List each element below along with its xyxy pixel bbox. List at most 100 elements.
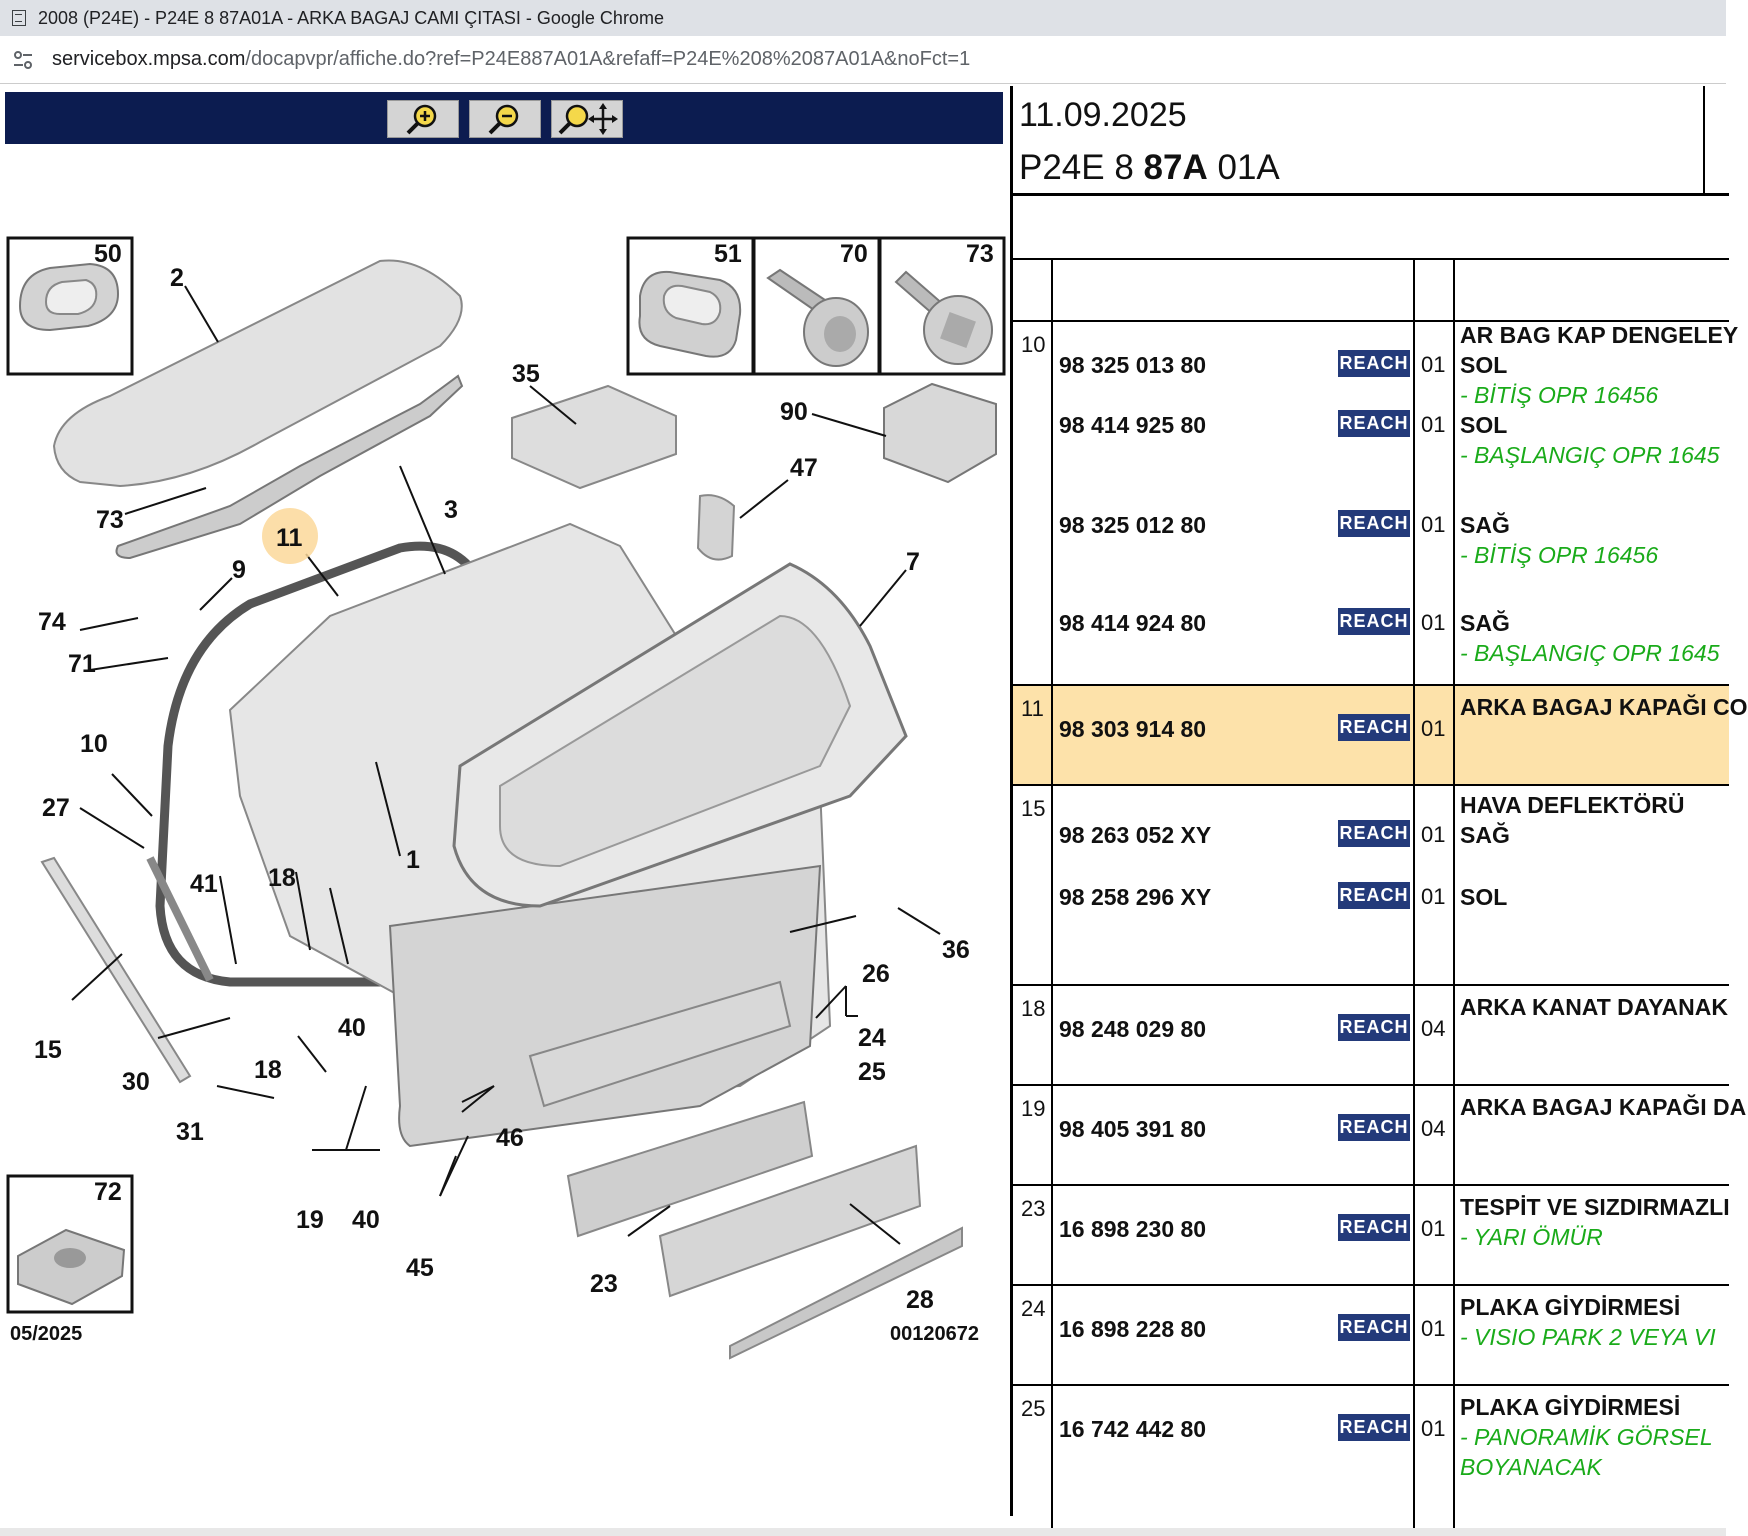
callout-1[interactable]: 1 xyxy=(406,846,420,874)
callout-46[interactable]: 46 xyxy=(496,1124,524,1152)
callout-40b[interactable]: 40 xyxy=(352,1206,380,1234)
part-number[interactable]: 98 405 391 80 xyxy=(1059,1116,1207,1142)
part-number[interactable]: 98 263 052 XY xyxy=(1059,822,1212,848)
callout-26[interactable]: 26 xyxy=(862,960,890,988)
table-column-divider xyxy=(1413,258,1415,1528)
callout-18[interactable]: 18 xyxy=(268,864,296,892)
callout-28[interactable]: 28 xyxy=(906,1286,934,1314)
zoom-in-icon xyxy=(406,104,437,135)
callout-9[interactable]: 9 xyxy=(232,556,246,584)
callout-40[interactable]: 40 xyxy=(338,1014,366,1042)
callout-2[interactable]: 2 xyxy=(170,264,184,292)
callout-15[interactable]: 15 xyxy=(34,1036,62,1064)
part-number[interactable]: 16 898 228 80 xyxy=(1059,1316,1207,1342)
callout-74[interactable]: 74 xyxy=(38,608,66,636)
zoom-out-button[interactable] xyxy=(469,100,541,138)
callout-30[interactable]: 30 xyxy=(122,1068,150,1096)
part-description: SAĞ xyxy=(1460,512,1510,538)
callout-11[interactable]: 11 xyxy=(276,524,303,552)
zoom-pan-button[interactable] xyxy=(551,100,623,138)
part-description: PLAKA GİYDİRMESİ xyxy=(1460,1294,1681,1320)
quantity: 04 xyxy=(1421,1016,1446,1041)
reach-badge: REACH xyxy=(1338,714,1410,741)
callout-70[interactable]: 70 xyxy=(840,240,868,268)
part-note: - BİTİŞ OPR 16456 xyxy=(1460,542,1659,568)
part-number[interactable]: 98 258 296 XY xyxy=(1059,884,1212,910)
item-number: 24 xyxy=(1021,1296,1046,1321)
callout-24[interactable]: 24 xyxy=(858,1024,886,1052)
part-1-tailgate-outer xyxy=(388,864,822,1148)
callout-10[interactable]: 10 xyxy=(80,730,108,758)
part-description: ARKA BAGAJ KAPAĞI CO xyxy=(1460,694,1748,720)
table-column-divider xyxy=(1453,258,1455,1528)
part-note: BOYANACAK xyxy=(1460,1454,1602,1480)
part-number[interactable]: 98 248 029 80 xyxy=(1059,1016,1207,1042)
callout-19[interactable]: 19 xyxy=(296,1206,324,1234)
callout-73[interactable]: 73 xyxy=(966,240,994,268)
part-15-deflector xyxy=(40,856,192,1084)
part-50-grommet xyxy=(18,262,120,332)
item-number: 18 xyxy=(1021,996,1046,1021)
part-90-connector xyxy=(883,382,997,484)
site-settings-icon[interactable] xyxy=(12,49,34,71)
part-description: TESPİT VE SIZDIRMAZLI xyxy=(1460,1194,1730,1220)
part-note: - YARI ÖMÜR xyxy=(1460,1224,1603,1250)
browser-title-bar: 2008 (P24E) - P24E 8 87A01A - ARKA BAGAJ… xyxy=(0,0,1726,36)
window-title: 2008 (P24E) - P24E 8 87A01A - ARKA BAGAJ… xyxy=(38,7,664,28)
part-note: - VISIO PARK 2 VEYA VI xyxy=(1460,1324,1716,1350)
callout-3[interactable]: 3 xyxy=(444,496,458,524)
part-number[interactable]: 98 414 924 80 xyxy=(1059,610,1207,636)
part-23-trim xyxy=(658,1144,922,1298)
callout-47[interactable]: 47 xyxy=(790,454,818,482)
part-number[interactable]: 98 325 012 80 xyxy=(1059,512,1207,538)
quantity: 01 xyxy=(1421,1316,1446,1341)
part-51-grommet xyxy=(638,270,742,358)
callout-27[interactable]: 27 xyxy=(42,794,70,822)
url-host[interactable]: servicebox.mpsa.com xyxy=(52,48,246,70)
callout-41[interactable]: 41 xyxy=(190,870,218,898)
address-bar[interactable]: servicebox.mpsa.com/docapvpr/affiche.do?… xyxy=(0,36,1726,84)
callout-73b[interactable]: 73 xyxy=(96,506,124,534)
quantity: 01 xyxy=(1421,884,1446,909)
part-description: SOL xyxy=(1460,412,1508,438)
callout-51[interactable]: 51 xyxy=(714,240,742,268)
callout-25[interactable]: 25 xyxy=(858,1058,886,1086)
rear-window-glass xyxy=(499,614,852,868)
reach-badge: REACH xyxy=(1338,820,1410,847)
callout-45[interactable]: 45 xyxy=(406,1254,434,1282)
table-column-header xyxy=(1013,258,1729,320)
callout-90[interactable]: 90 xyxy=(780,398,808,426)
exploded-parts-diagram[interactable]: 50 51 70 73 2 73 3 35 90 47 9 11 74 71 7… xyxy=(0,146,1010,1436)
part-26-trim xyxy=(528,980,792,1108)
part-number[interactable]: 16 742 442 80 xyxy=(1059,1416,1207,1442)
callout-35[interactable]: 35 xyxy=(512,360,540,388)
callout-72[interactable]: 72 xyxy=(94,1178,122,1206)
part-3-trim xyxy=(115,374,464,560)
zoom-pan-icon xyxy=(558,103,618,135)
callout-7[interactable]: 7 xyxy=(906,548,920,576)
callout-36[interactable]: 36 xyxy=(942,936,970,964)
quantity: 01 xyxy=(1421,512,1446,537)
part-2-spoiler xyxy=(52,259,463,488)
url-path[interactable]: /docapvpr/affiche.do?ref=P24E887A01A&ref… xyxy=(245,48,971,70)
callout-71[interactable]: 71 xyxy=(68,650,96,678)
callout-50[interactable]: 50 xyxy=(94,240,122,268)
part-number[interactable]: 16 898 230 80 xyxy=(1059,1216,1207,1242)
part-number[interactable]: 98 414 925 80 xyxy=(1059,412,1207,438)
callout-31[interactable]: 31 xyxy=(176,1118,204,1146)
callout-23[interactable]: 23 xyxy=(590,1270,618,1298)
leader-lines xyxy=(71,285,941,1245)
part-description: SAĞ xyxy=(1460,610,1510,636)
part-number[interactable]: 98 325 013 80 xyxy=(1059,352,1207,378)
zoom-in-button[interactable] xyxy=(387,100,459,138)
part-number[interactable]: 98 303 914 80 xyxy=(1059,716,1207,742)
callout-18b[interactable]: 18 xyxy=(254,1056,282,1084)
